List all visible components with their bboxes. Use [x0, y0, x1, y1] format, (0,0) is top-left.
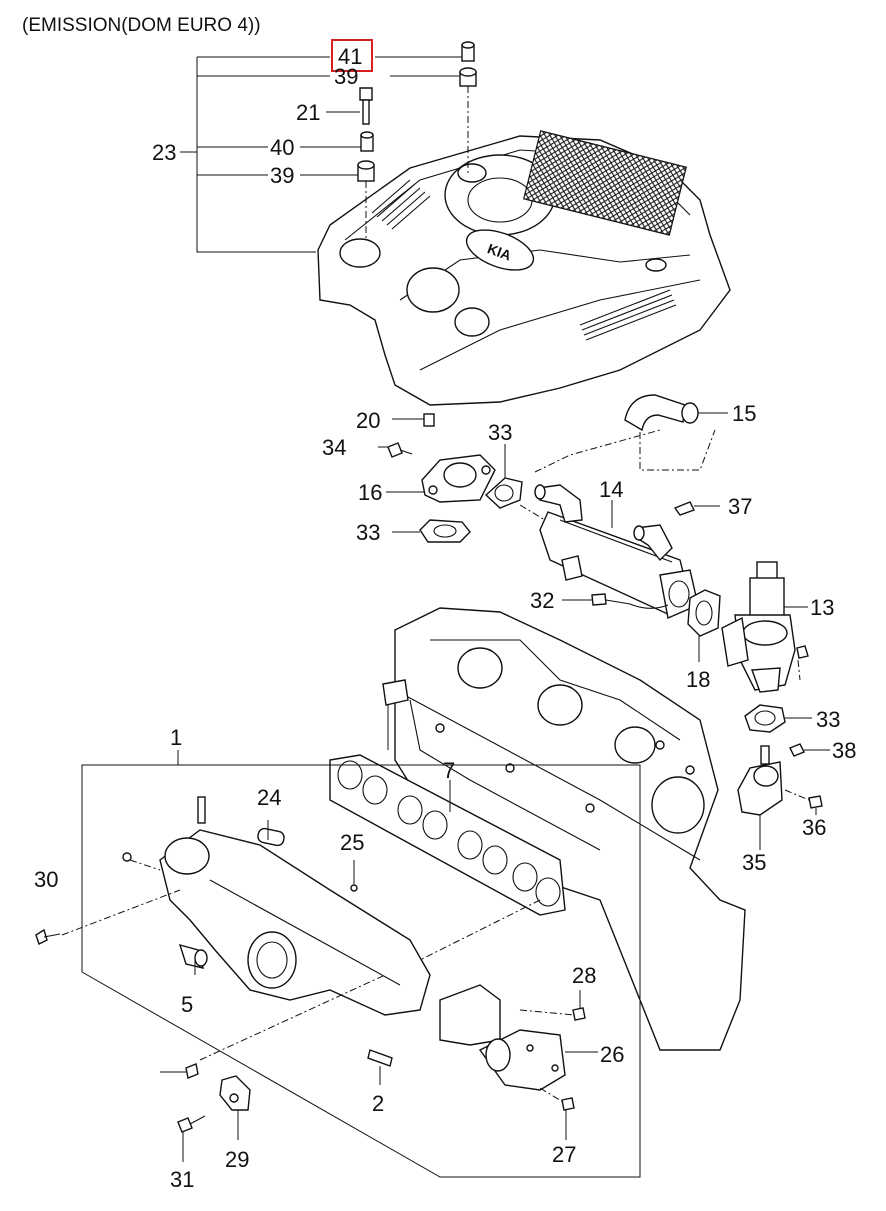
manifold-gasket-7 — [329, 754, 566, 916]
egr-pipe-15 — [624, 394, 728, 471]
label-18: 18 — [686, 667, 710, 692]
cover-fasteners — [357, 41, 477, 240]
label-26: 26 — [600, 1042, 624, 1067]
label-38: 38 — [832, 738, 856, 763]
throttle-body-26 — [439, 984, 598, 1140]
intake-manifold — [35, 796, 541, 1085]
label-30: 30 — [34, 867, 58, 892]
gasket-33-lower — [392, 519, 471, 543]
label-16: 16 — [358, 480, 382, 505]
label-21: 21 — [296, 100, 320, 125]
group-1-frame — [81, 750, 641, 1178]
label-7: 7 — [443, 758, 455, 783]
label-41: 41 — [338, 44, 362, 69]
engine-cover: KIA — [317, 130, 731, 406]
label-24: 24 — [257, 785, 281, 810]
label-15: 15 — [732, 401, 756, 426]
kia-logo: KIA — [485, 240, 513, 263]
egr-pipe-35 — [737, 743, 830, 850]
label-13: 13 — [810, 595, 834, 620]
label-33-upper: 33 — [488, 420, 512, 445]
label-31: 31 — [170, 1167, 194, 1192]
label-39: 39 — [270, 163, 294, 188]
label-40: 40 — [270, 135, 294, 160]
group-23-bracket — [180, 56, 462, 253]
label-39-top: 39 — [334, 64, 358, 89]
label-33-right: 33 — [816, 707, 840, 732]
label-27: 27 — [552, 1142, 576, 1167]
egr-cooler-14 — [519, 429, 720, 619]
label-23: 23 — [152, 140, 176, 165]
gasket-33-right — [744, 704, 812, 733]
part-labels: 41 39 21 23 40 39 20 34 16 33 33 15 14 3… — [34, 44, 856, 1192]
label-29: 29 — [225, 1147, 249, 1172]
label-35: 35 — [742, 850, 766, 875]
highlight-box-41 — [331, 39, 373, 72]
label-37: 37 — [728, 494, 752, 519]
label-2: 2 — [372, 1091, 384, 1116]
diagram-title: (EMISSION(DOM EURO 4)) — [22, 15, 261, 36]
label-34: 34 — [322, 435, 346, 460]
label-25: 25 — [340, 830, 364, 855]
label-5: 5 — [181, 992, 193, 1017]
label-1: 1 — [170, 725, 182, 750]
label-20: 20 — [356, 408, 380, 433]
label-28: 28 — [572, 963, 596, 988]
egr-valve-13 — [721, 561, 809, 693]
cylinder-head-block — [382, 607, 746, 1051]
bracket-29 — [177, 1075, 251, 1162]
egr-adapter-16 — [378, 413, 496, 503]
label-14: 14 — [599, 477, 623, 502]
gasket-33-upper — [484, 444, 523, 509]
label-36: 36 — [802, 815, 826, 840]
label-32: 32 — [530, 588, 554, 613]
label-33-lower: 33 — [356, 520, 380, 545]
gasket-18 — [687, 589, 721, 662]
